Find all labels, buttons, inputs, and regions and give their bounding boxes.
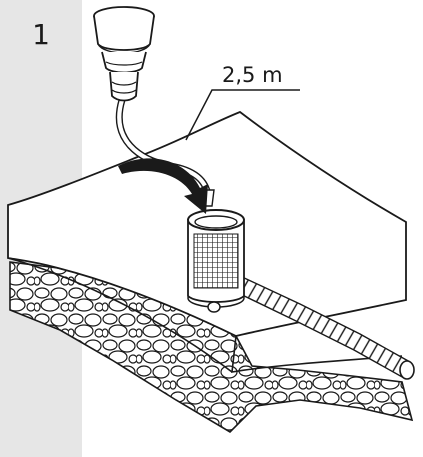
sleeve-mesh (193, 233, 239, 289)
cable-length-label: 2,5 m (222, 63, 283, 87)
sleeve-inner-rim (194, 215, 238, 229)
ground-left-edge (7, 257, 233, 373)
sleeve-drain-hole (207, 301, 221, 313)
insert-arrow-icon (118, 158, 208, 214)
lamp-head-icon (93, 6, 155, 102)
cable-end (399, 360, 415, 380)
callout-leader (185, 89, 300, 141)
step-number: 1 (32, 18, 50, 51)
